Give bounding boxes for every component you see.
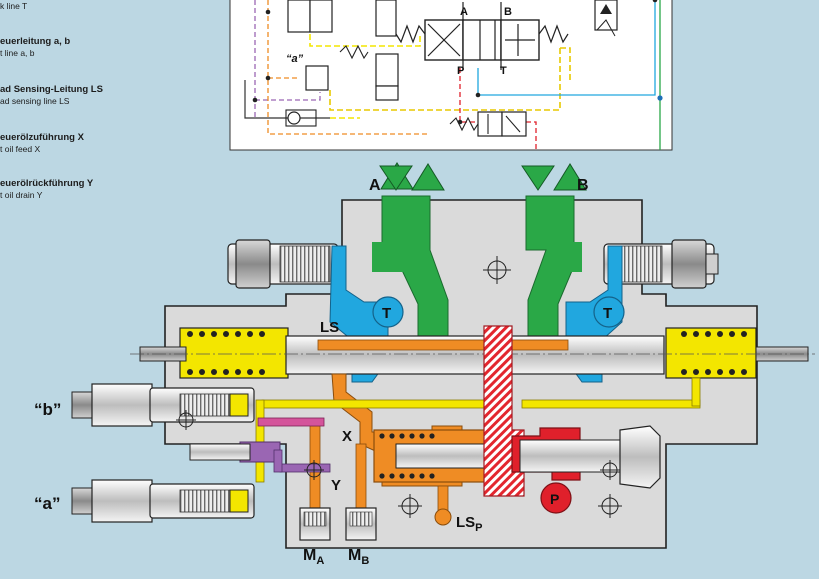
- port-b-arrow-up: [553, 163, 587, 191]
- spring-coils: [187, 331, 747, 375]
- port-a-arrow-down: [379, 165, 413, 191]
- schematic-yellow-line-top: [309, 34, 421, 47]
- hydraulic-schematic: A B P T “a”: [229, 0, 673, 151]
- label-signal-b: “b”: [34, 400, 61, 419]
- spring-chamber-left: [179, 327, 289, 379]
- label-pump: P: [550, 491, 559, 507]
- schematic-main-valve: [395, 2, 569, 70]
- gauge-plug-ma: [299, 507, 331, 541]
- label-tank-left: T: [382, 305, 391, 322]
- gauge-plug-mb: [345, 507, 377, 541]
- schematic-left-valves: [285, 0, 399, 127]
- valve-section: A B T T LS “b” “a” X Y P LSP MA MB: [34, 162, 815, 567]
- schematic-junctions: [252, 0, 663, 125]
- schematic-bottom-valve: [449, 111, 527, 137]
- pilot-line-x: [257, 417, 325, 427]
- actuator-b: [71, 383, 255, 427]
- pilot-line-b: [261, 399, 489, 409]
- label-tank-right: T: [603, 305, 612, 322]
- legend-item-load-sensing-line: ad Sensing-Leitung LS ad sensing line LS: [0, 84, 103, 106]
- schematic-label-t: T: [500, 65, 507, 77]
- schematic-black-line: [244, 80, 330, 119]
- ls-line-spool: [317, 339, 569, 351]
- label-x: X: [342, 428, 352, 445]
- schematic-purple-branch: [255, 92, 321, 101]
- pilot-line-right: [521, 399, 701, 409]
- pilot-plug-y: [189, 443, 251, 461]
- legend-item-control-line: euerleitung a, b t line a, b: [0, 36, 71, 58]
- crosshair-markers: [176, 256, 622, 518]
- label-ma: MA: [303, 547, 324, 567]
- schematic-blue-tank-line: [477, 0, 656, 96]
- port-b-arrow-down: [521, 165, 555, 191]
- port-a-arrow-up-2: [411, 163, 445, 191]
- label-port-a: A: [369, 177, 381, 194]
- label-y: Y: [331, 477, 341, 494]
- schematic-label-b: B: [504, 6, 512, 18]
- label-lsp: LSP: [456, 514, 483, 534]
- legend-item-pilot-oil-drain: euerölrückführung Y t oil drain Y: [0, 178, 94, 200]
- actuator-a: [71, 479, 255, 523]
- schematic-right-components: [594, 0, 618, 37]
- pump-port: [540, 482, 572, 514]
- label-port-b: B: [577, 177, 589, 194]
- pump-piston: [519, 439, 621, 473]
- spring-chamber-right: [665, 327, 757, 379]
- tank-port-left: [372, 296, 404, 328]
- legend-item-tank-line: k line T: [0, 1, 28, 11]
- schematic-label-signal-a: “a”: [286, 53, 304, 65]
- pilot-line-y: [279, 463, 331, 473]
- label-signal-a: “a”: [34, 494, 60, 513]
- schematic-yellow-branch: [560, 47, 571, 82]
- pump-plug: [619, 425, 661, 489]
- legend-item-pilot-oil-feed: euerölzuführung X t oil feed X: [0, 132, 84, 154]
- schematic-label-p: P: [457, 65, 464, 77]
- label-ls: LS: [320, 319, 339, 336]
- label-mb: MB: [348, 547, 369, 567]
- schematic-yellow-line-bottom: [329, 48, 561, 111]
- schematic-orange-line: [267, 0, 430, 135]
- end-screw-left: [227, 239, 339, 289]
- schematic-label-a: A: [460, 6, 468, 18]
- lsp-port: [434, 508, 452, 526]
- tank-port-right: [593, 296, 625, 328]
